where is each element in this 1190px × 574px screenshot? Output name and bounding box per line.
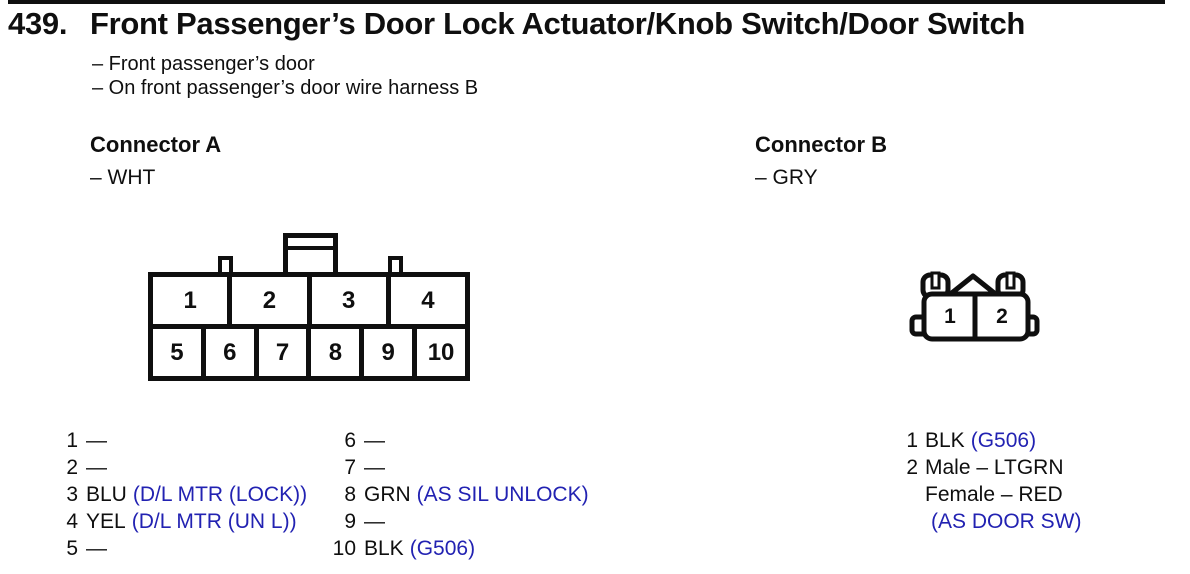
pin-number: 1 <box>906 429 918 452</box>
connector-a-diagram: 1 2 3 4 5 6 7 8 9 <box>148 233 470 381</box>
pin-row: 8 GRN(AS SIL UNLOCK) <box>330 481 589 508</box>
pin-circuit-label: (AS DOOR SW) <box>931 510 1082 533</box>
pin-row: 2— <box>64 454 307 481</box>
page-top-rule <box>8 0 1165 4</box>
pin-wire-color: YEL <box>86 510 126 533</box>
pin-row: 4 YEL(D/L MTR (UN L)) <box>64 508 307 535</box>
pin-number: 10 <box>332 537 356 560</box>
connector-b-pin-list: 1 BLK(G506) 2 Male – LTGRN Female – RED (A… <box>905 427 1082 535</box>
connector-a-color-note: – WHT <box>90 166 156 189</box>
pin-wire-color: BLK <box>364 537 404 560</box>
connector-b-diagram <box>909 271 1040 342</box>
connector-b-heading: Connector B <box>755 132 887 157</box>
connector-a-cavity: 1 <box>153 277 233 324</box>
pin-row: 5— <box>64 535 307 562</box>
pin-wire-color: — <box>86 537 107 560</box>
connector-a-cavity-row-bottom: 5 6 7 8 9 10 <box>153 329 465 376</box>
connector-a-cavity: 4 <box>421 286 435 314</box>
pin-row: 9— <box>330 508 589 535</box>
pin-wire-color: BLU <box>86 483 127 506</box>
pin-row: 2 Male – LTGRN <box>905 454 1082 481</box>
pin-wire-color: Male – LTGRN <box>925 456 1064 479</box>
connector-a-cavity: 8 <box>311 329 365 376</box>
connector-a-cavity: 2 <box>232 277 312 324</box>
connector-a-index-tab-left <box>218 256 233 274</box>
pin-wire-color: — <box>86 429 107 452</box>
connector-a-heading: Connector A <box>90 132 222 157</box>
pin-row: 1 BLK(G506) <box>905 427 1082 454</box>
connector-a-cavity: 7 <box>259 329 312 376</box>
connector-a-body: 1 2 3 4 5 6 7 8 9 <box>148 272 470 381</box>
location-note: – Front passenger’s door <box>92 53 315 75</box>
pin-number: 6 <box>344 429 356 452</box>
connector-a-cavity: 3 <box>312 277 391 324</box>
pin-number: 2 <box>906 456 918 479</box>
pin-number: 8 <box>344 483 356 506</box>
pin-wire-color: — <box>364 429 385 452</box>
connector-a-cavity: 6 <box>206 329 259 376</box>
connector-a-index-tab-right <box>388 256 403 274</box>
connector-a-cavity: 10 <box>427 338 455 366</box>
pin-row: 1— <box>64 427 307 454</box>
pin-row: Female – RED <box>905 481 1082 508</box>
connector-b-ear-slot-right <box>1005 271 1016 290</box>
location-notes: – Front passenger’s door – On front pass… <box>92 52 478 100</box>
pin-number: 5 <box>66 537 78 560</box>
pin-number: 4 <box>66 510 78 533</box>
connector-b-cavity: 1 <box>944 304 956 328</box>
pin-wire-color: — <box>364 456 385 479</box>
lock-tab-ridge <box>288 238 333 250</box>
pin-row: 7— <box>330 454 589 481</box>
pin-wire-color: — <box>86 456 107 479</box>
pin-circuit-label: (G506) <box>970 429 1037 452</box>
pin-circuit-label: (D/L MTR (LOCK)) <box>132 483 308 506</box>
pin-wire-color: GRN <box>364 483 411 506</box>
connector-a-cavity: 9 <box>364 329 418 376</box>
pin-row: (AS DOOR SW) <box>905 508 1082 535</box>
pin-number: 2 <box>66 456 78 479</box>
pin-number: 1 <box>66 429 78 452</box>
pin-circuit-label: (G506) <box>409 537 476 560</box>
pin-number: 3 <box>66 483 78 506</box>
connector-b-cavity-labels: 1 2 <box>924 294 1028 339</box>
connector-a-cavity: 5 <box>153 329 206 376</box>
connector-a-lock-tab <box>283 233 338 274</box>
section-number: 439. <box>8 6 68 41</box>
connector-b-cavity: 2 <box>996 304 1008 328</box>
connector-a-cavity-row-top: 1 2 3 4 <box>153 277 465 329</box>
pin-number: 9 <box>344 510 356 533</box>
location-note: – On front passenger’s door wire harness… <box>92 77 479 99</box>
pin-row: 6— <box>330 427 589 454</box>
pin-wire-color: — <box>364 510 385 533</box>
pin-row: 3 BLU(D/L MTR (LOCK)) <box>64 481 307 508</box>
page-title: Front Passenger’s Door Lock Actuator/Kno… <box>90 6 1026 41</box>
pin-circuit-label: (AS SIL UNLOCK) <box>416 483 589 506</box>
pin-wire-color: BLK <box>925 429 965 452</box>
connector-b-color-note: – GRY <box>755 166 818 189</box>
pin-wire-color: Female – RED <box>925 483 1063 506</box>
connector-b-ear-slot-left <box>930 271 941 290</box>
pin-circuit-label: (D/L MTR (UN L)) <box>131 510 297 533</box>
pin-number: 7 <box>344 456 356 479</box>
pin-row: 10 BLK(G506) <box>330 535 589 562</box>
